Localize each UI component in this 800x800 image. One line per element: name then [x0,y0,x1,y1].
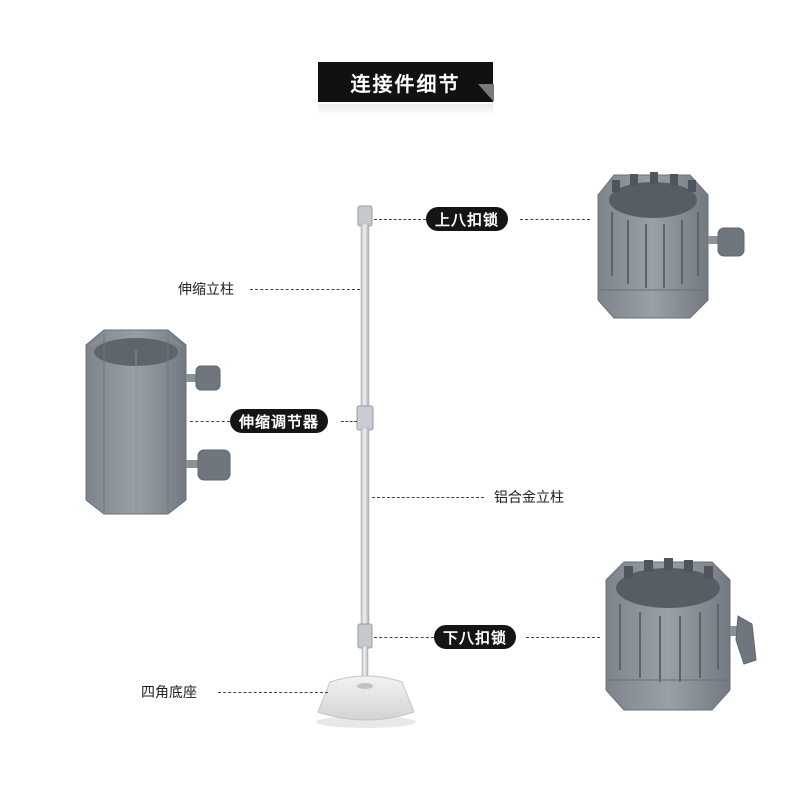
title-shadow [318,104,493,116]
lower-lock-photo [605,558,757,711]
label-aluminum-pole: 铝合金立柱 [494,490,564,506]
label-telescopic-pole: 伸缩立柱 [178,282,234,298]
leader-upper-lock-right [520,219,590,220]
leader-aluminum-pole [372,497,484,498]
leader-adjuster-right [341,421,357,422]
pole-bottom-cap [357,623,373,649]
label-lower-lock: 下八扣锁 [434,625,517,649]
label-telescopic-adjuster: 伸缩调节器 [230,409,329,433]
square-base-shape [316,675,416,728]
leader-lower-lock-right [526,637,600,638]
leader-square-base [218,692,328,693]
leader-upper-lock-left [374,219,426,220]
leader-telescopic-pole [250,289,360,290]
adjuster-sleeve-photo [85,329,231,515]
pole-top-cap [357,205,373,227]
lower-pole [360,427,370,629]
title-fold [478,84,494,102]
leader-lower-lock-left [374,637,434,638]
telescopic-pole-assembly [356,205,374,685]
upper-lock-photo [597,172,745,319]
page-title: 连接件细节 [318,62,493,102]
telescopic-adjuster-joint [356,405,374,431]
leader-adjuster-left [190,421,230,422]
label-upper-lock: 上八扣锁 [426,207,509,231]
label-square-base: 四角底座 [141,685,197,701]
upper-pole [360,223,370,411]
